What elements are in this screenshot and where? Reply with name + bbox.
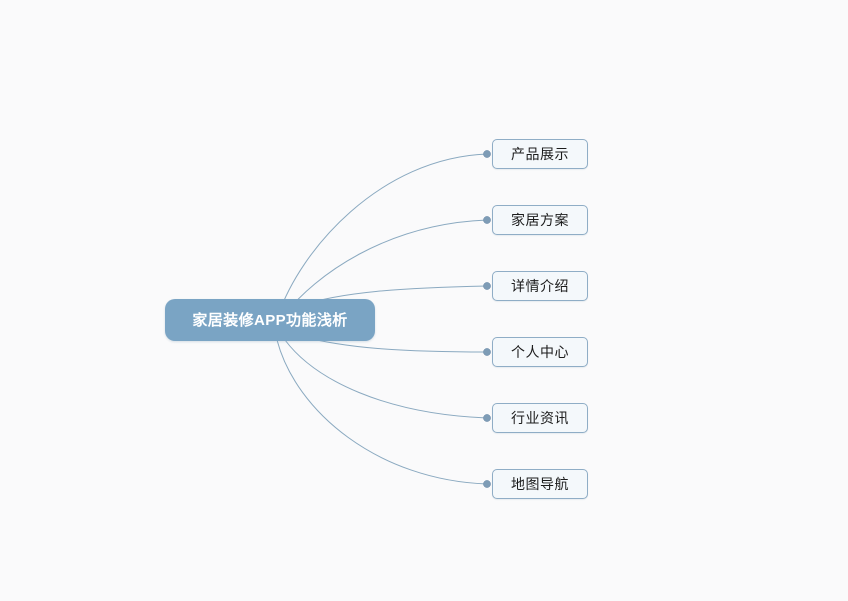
root-node[interactable]: 家居装修APP功能浅析	[165, 299, 375, 341]
root-node-label: 家居装修APP功能浅析	[192, 311, 348, 329]
branch-node-map-navigation[interactable]: 地图导航	[492, 469, 588, 499]
branch-node-home-solution[interactable]: 家居方案	[492, 205, 588, 235]
branch-node-label: 家居方案	[511, 212, 569, 228]
edge-endpoint-dots	[483, 150, 491, 488]
branch-node-label: 行业资讯	[511, 410, 569, 426]
branch-node-label: 产品展示	[511, 146, 569, 162]
branch-node-label: 详情介绍	[511, 278, 569, 294]
branch-node-label: 个人中心	[511, 344, 569, 360]
branch-node-product-display[interactable]: 产品展示	[492, 139, 588, 169]
connector-dot-branch-1	[483, 150, 491, 158]
connector-dot-branch-5	[483, 414, 491, 422]
connector-dot-branch-2	[483, 216, 491, 224]
edge-to-branch-1	[277, 153, 488, 317]
connector-dot-branch-4	[483, 348, 491, 356]
branch-node-industry-news[interactable]: 行业资讯	[492, 403, 588, 433]
edge-to-branch-6	[276, 339, 488, 485]
connector-dot-branch-3	[483, 282, 491, 290]
branch-node-label: 地图导航	[511, 476, 569, 492]
branch-node-personal-center[interactable]: 个人中心	[492, 337, 588, 367]
edge-to-branch-5	[284, 339, 488, 419]
branch-node-detail-intro[interactable]: 详情介绍	[492, 271, 588, 301]
connector-dot-branch-6	[483, 480, 491, 488]
